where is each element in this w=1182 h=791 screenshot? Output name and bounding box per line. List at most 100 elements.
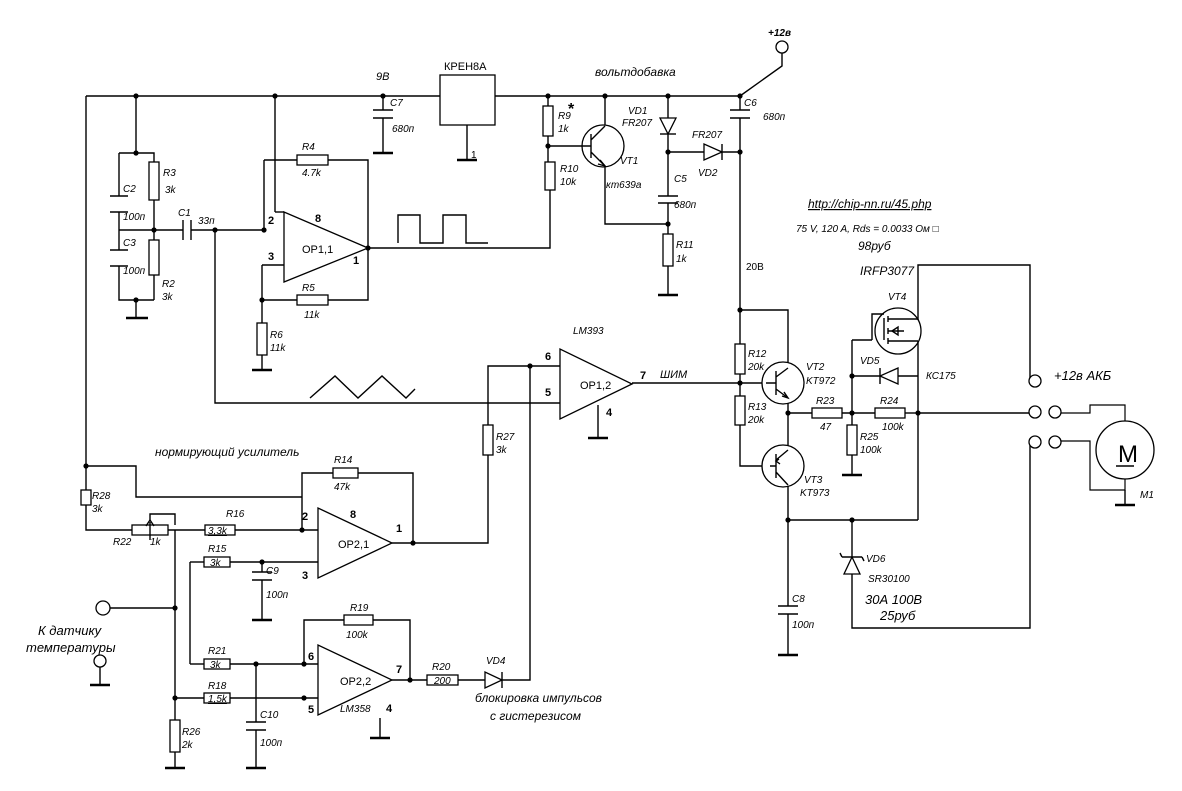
resistor-r16 xyxy=(204,524,236,536)
capacitors xyxy=(110,109,798,731)
pin-op12-noninv: 5 xyxy=(545,387,551,399)
capacitor-c7 xyxy=(373,109,393,119)
label-vt4: VT4 xyxy=(888,292,907,303)
transistor-vt2 xyxy=(761,361,805,405)
label-r12: R12 xyxy=(748,349,767,360)
value-r12: 20k xyxy=(747,362,765,373)
pin-op12-gnd: 4 xyxy=(606,407,613,419)
label-lm358: LM358 xyxy=(340,704,371,715)
pin-op11-pwr: 8 xyxy=(315,213,321,225)
value-r9: 1k xyxy=(558,124,570,135)
junction-dots xyxy=(83,93,921,701)
terminal-batt-2 xyxy=(1028,405,1042,419)
value-r25: 100k xyxy=(860,445,883,456)
value-c2: 100п xyxy=(123,212,146,223)
motor-m1: M xyxy=(1095,420,1155,480)
label-r28: R28 xyxy=(92,491,111,502)
diode-vd2 xyxy=(703,142,724,162)
pin-op12-out: 7 xyxy=(640,370,646,382)
resistor-r5 xyxy=(296,294,329,306)
label-vd4: VD4 xyxy=(486,656,506,667)
label-c3: C3 xyxy=(123,238,136,249)
capacitor-c6 xyxy=(730,109,750,119)
value-r3: 3k xyxy=(165,185,177,196)
label-9v: 9В xyxy=(376,71,389,83)
label-r15: R15 xyxy=(208,544,227,555)
label-r20: R20 xyxy=(432,662,451,673)
label-r14: R14 xyxy=(334,455,353,466)
label-vd2: VD2 xyxy=(698,168,718,179)
type-vd5: КС175 xyxy=(926,371,956,382)
label-r26: R26 xyxy=(182,727,201,738)
pin-op21-inv: 2 xyxy=(302,511,308,523)
value-r10: 10k xyxy=(560,177,577,188)
resistor-r18 xyxy=(203,692,231,704)
label-r24: R24 xyxy=(880,396,899,407)
type-vd1: FR207 xyxy=(622,118,652,129)
value-c6: 680п xyxy=(763,112,786,123)
label-vd6: VD6 xyxy=(866,554,886,565)
label-vt1: VT1 xyxy=(620,156,638,167)
pin-op11-inv: 2 xyxy=(268,215,274,227)
terminal-motor-1 xyxy=(1048,405,1062,419)
value-r11: 1k xyxy=(676,254,688,265)
capacitor-c3 xyxy=(110,249,128,267)
label-c6: C6 xyxy=(744,98,757,109)
label-op22: OP2,2 xyxy=(340,676,371,688)
label-c1: C1 xyxy=(178,208,191,219)
opamp-op21 xyxy=(317,506,394,580)
regulator-kren8a xyxy=(439,74,496,126)
note-pwm: ШИМ xyxy=(660,369,688,381)
label-r22: R22 xyxy=(113,537,132,548)
resistor-r28 xyxy=(80,489,92,506)
resistor-r27 xyxy=(482,424,494,456)
label-op12: OP1,2 xyxy=(580,380,611,392)
value-r28: 3k xyxy=(92,504,104,515)
resistor-r14 xyxy=(332,467,359,479)
resistor-r25 xyxy=(846,424,858,456)
value-c5: 680п xyxy=(674,200,697,211)
pin-op21-pwr: 8 xyxy=(350,509,356,521)
pin-op22-inv: 6 xyxy=(308,651,314,663)
label-r25: R25 xyxy=(860,432,879,443)
value-r16: 3,3k xyxy=(208,526,228,537)
label-r16: R16 xyxy=(226,509,245,520)
resistor-r20 xyxy=(426,674,459,686)
resistor-r2 xyxy=(148,239,160,276)
label-c7: C7 xyxy=(390,98,403,109)
label-regulator-pin: 1 xyxy=(471,150,477,161)
value-r20: 200 xyxy=(433,676,451,687)
note-mosfet-spec: 75 V, 120 A, Rds = 0.0033 Ом □ xyxy=(796,224,939,235)
label-r19: R19 xyxy=(350,603,369,614)
capacitor-c2 xyxy=(110,195,128,213)
label-plus12: +12в xyxy=(768,28,791,39)
label-r11: R11 xyxy=(676,240,694,251)
capacitor-c5 xyxy=(658,195,678,204)
terminal-batt-1 xyxy=(1028,374,1042,388)
label-batt: +12в АКБ xyxy=(1054,368,1112,383)
resistor-r9 xyxy=(542,105,554,137)
label-r18: R18 xyxy=(208,681,227,692)
opamp-op12 xyxy=(559,347,634,421)
label-c10: C10 xyxy=(260,710,279,721)
value-r2: 3k xyxy=(162,292,174,303)
value-c3: 100п xyxy=(123,266,146,277)
note-block-1: блокировка импульсов xyxy=(475,691,602,705)
capacitor-c8 xyxy=(778,605,798,615)
resistor-r6 xyxy=(256,322,268,356)
resistor-r15 xyxy=(203,556,231,568)
resistor-r4 xyxy=(296,154,329,166)
mark-vt1: * xyxy=(568,101,575,118)
label-boost: вольтдобавка xyxy=(595,65,676,79)
resistor-r11 xyxy=(662,233,674,267)
type-vt1: кт639а xyxy=(606,180,642,191)
diode-vd1 xyxy=(658,117,678,136)
terminal-batt-3 xyxy=(1028,435,1042,449)
label-r2: R2 xyxy=(162,279,175,290)
value-c8: 100п xyxy=(792,620,815,631)
pin-op21-noninv: 3 xyxy=(302,570,308,582)
value-r15: 3k xyxy=(210,558,222,569)
label-vd5: VD5 xyxy=(860,356,880,367)
